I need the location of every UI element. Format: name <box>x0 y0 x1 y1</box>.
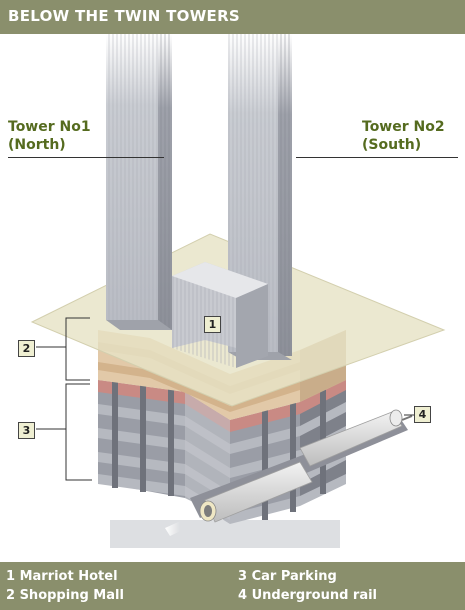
diagram-scene: Tower No1 (North) Tower No2 (South) 1 2 … <box>0 34 465 562</box>
car-parking-levels <box>98 378 346 548</box>
south-tower-label: Tower No2 (South) <box>362 118 445 154</box>
callout-2: 2 <box>18 340 35 357</box>
south-tower-leader-line <box>296 157 458 158</box>
legend-item-car-parking: 3 Car Parking <box>238 569 337 584</box>
diagram-title: BELOW THE TWIN TOWERS <box>8 7 241 25</box>
callout-1: 1 <box>204 316 221 333</box>
legend-item-shopping-mall: 2 Shopping Mall <box>6 588 124 603</box>
legend-bar: 1 Marriot Hotel 2 Shopping Mall 3 Car Pa… <box>0 562 465 610</box>
north-tower-label: Tower No1 (North) <box>8 118 91 154</box>
north-tower-direction: (North) <box>8 137 66 153</box>
south-tower-direction: (South) <box>362 137 422 153</box>
legend-item-marriot-hotel: 1 Marriot Hotel <box>6 569 118 584</box>
north-tower-leader-line <box>8 157 164 158</box>
south-tower <box>228 34 292 360</box>
title-bar: BELOW THE TWIN TOWERS <box>0 0 465 34</box>
south-tower-name: Tower No2 <box>362 119 445 135</box>
callout-4: 4 <box>414 406 431 423</box>
legend-item-underground-rail: 4 Underground rail <box>238 588 378 603</box>
north-tower-name: Tower No1 <box>8 119 91 135</box>
underground-rail <box>165 409 413 536</box>
twin-towers-illustration <box>30 34 446 548</box>
callout-3: 3 <box>18 422 35 439</box>
north-tower <box>106 34 172 330</box>
